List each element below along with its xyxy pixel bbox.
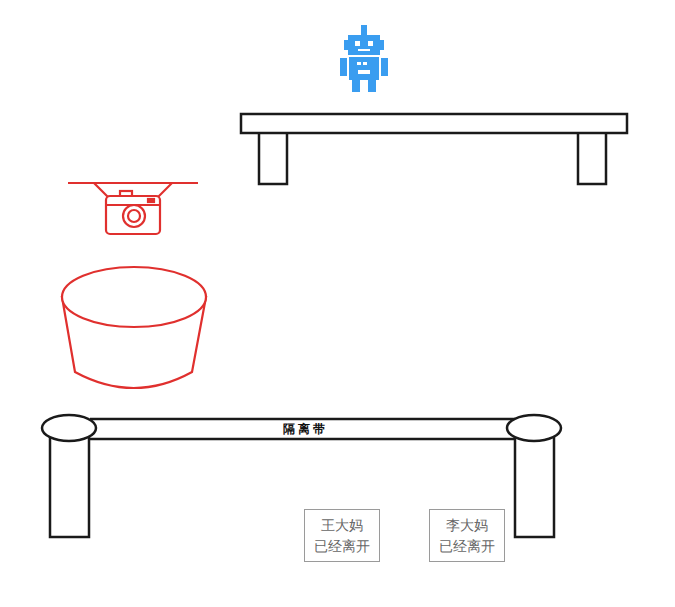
node-text: 王大妈 已经离开 bbox=[309, 515, 375, 556]
table bbox=[241, 114, 627, 184]
status-box: 王大妈 已经离开 bbox=[304, 509, 380, 562]
camera-icon bbox=[68, 183, 198, 234]
node-text: 李大妈 已经离开 bbox=[434, 515, 500, 556]
status-box: 李大妈 已经离开 bbox=[429, 509, 505, 562]
robot-icon bbox=[340, 25, 388, 92]
node-text: 隔离带 bbox=[283, 421, 328, 438]
barrier-band: 隔离带 bbox=[97, 418, 513, 440]
bucket bbox=[62, 267, 206, 388]
